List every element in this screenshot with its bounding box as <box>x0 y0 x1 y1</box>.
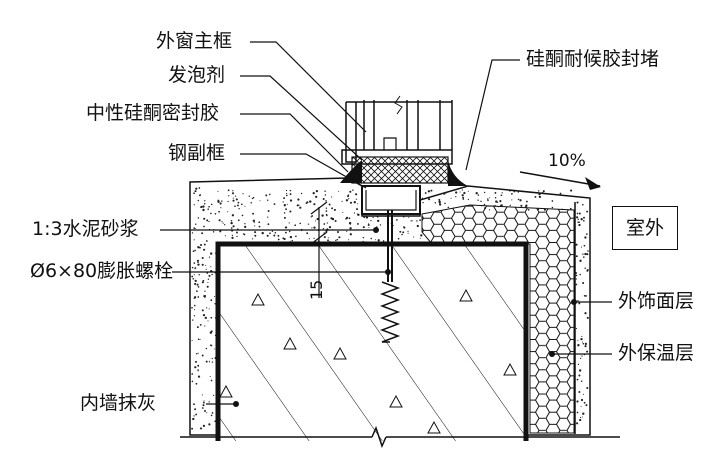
steel-subframe <box>361 185 421 215</box>
label-foam: 发泡剂 <box>168 64 226 86</box>
dimension-15 <box>310 201 328 298</box>
insulation-hex <box>421 204 575 434</box>
foam-sealant <box>340 156 468 186</box>
label-interior-plaster: 内墙抹灰 <box>80 392 157 414</box>
dim-15-text: 15 <box>307 280 326 300</box>
label-finish-layer: 外饰面层 <box>618 290 695 312</box>
label-exterior-room: 室外 <box>625 216 664 239</box>
label-steel-subframe: 钢副框 <box>168 142 226 164</box>
label-insulation-layer: 外保温层 <box>618 342 695 364</box>
label-neutral-sealant: 中性硅酮密封胶 <box>86 102 220 124</box>
concrete-wall <box>215 241 529 441</box>
slope-arrow <box>519 171 601 190</box>
bottom-break-line <box>180 425 620 449</box>
label-weather-sealant: 硅酮耐候胶封堵 <box>526 48 660 70</box>
leader-dots <box>233 227 577 407</box>
slope-label: 10% <box>548 151 586 171</box>
label-bolt: Ø6×80膨胀螺栓 <box>30 260 174 282</box>
window-main-frame <box>341 95 453 165</box>
label-mortar: 1:3水泥砂浆 <box>32 218 139 240</box>
exterior-room-box: 室外 <box>612 206 678 250</box>
label-main-frame: 外窗主框 <box>156 30 233 52</box>
leader-lines <box>160 41 612 405</box>
